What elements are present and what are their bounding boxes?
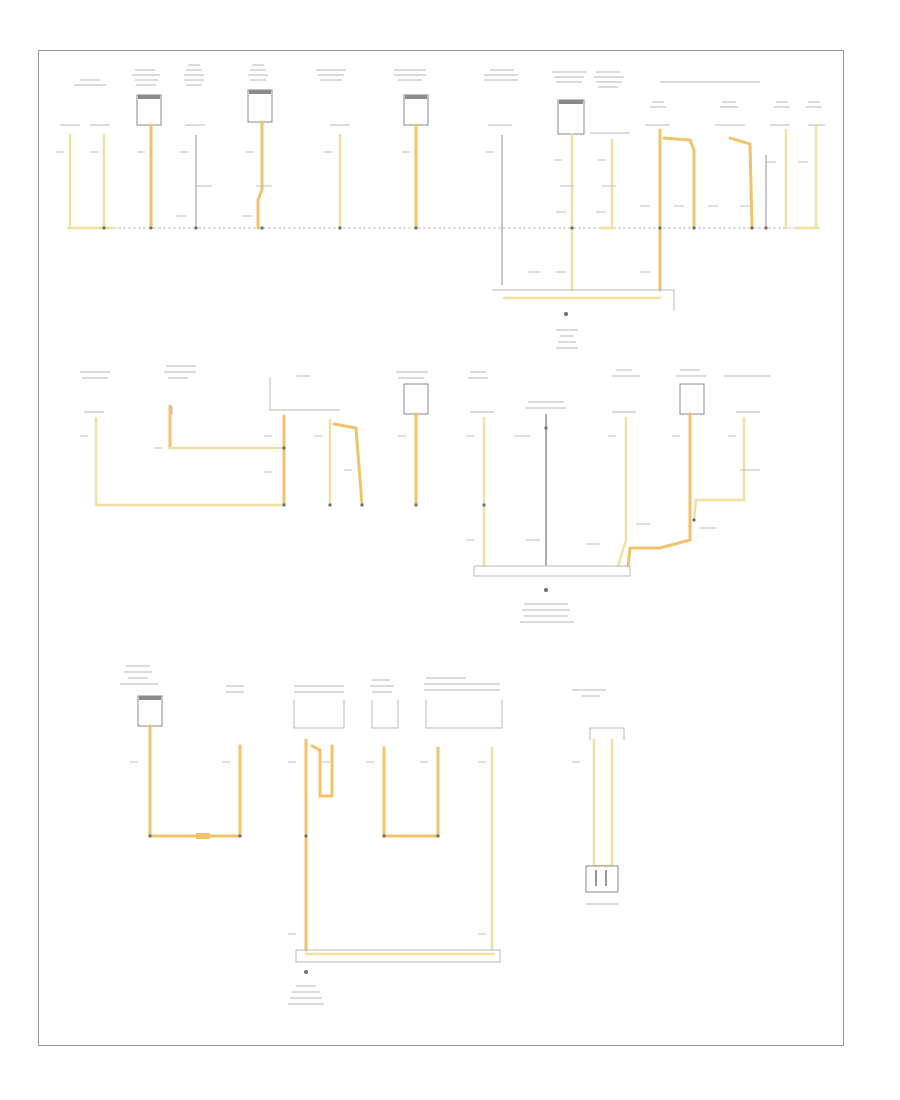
middle-terminals: [84, 406, 760, 414]
wire-b7: [592, 738, 614, 868]
component-box-e: [403, 383, 429, 415]
ground-point-c: [304, 970, 308, 974]
component-box-c-header: [405, 95, 427, 99]
bottom-section: [120, 665, 625, 1005]
middle-section: [80, 365, 770, 623]
ground-point-a: [564, 312, 568, 316]
top-header-labels: [74, 64, 822, 108]
wire-code-labels: [56, 151, 808, 935]
bottom-bracket-b: [371, 700, 399, 729]
bottom-header-labels: [120, 665, 606, 697]
top-section: [60, 64, 825, 349]
component-box-f: [679, 383, 705, 415]
middle-ground-bus: [473, 565, 631, 577]
middle-header-labels: [80, 365, 770, 409]
splice-bracket: [269, 378, 340, 411]
ground-c-label: [288, 985, 324, 1005]
component-box-g-header: [139, 696, 161, 700]
wire-m1: [94, 416, 286, 507]
component-box-h: [585, 865, 619, 893]
component-box-a-header: [138, 95, 160, 99]
top-terminals: [60, 124, 825, 134]
bottom-nodes: [148, 834, 440, 838]
wire-t5: [256, 120, 264, 230]
component-box-b-header: [249, 90, 271, 94]
component-box-g: [137, 695, 163, 727]
bottom-ground-bus: [295, 949, 501, 963]
wire-b1: [148, 724, 242, 838]
wire-t13: [728, 136, 754, 230]
bottom-bracket-a: [293, 700, 345, 729]
diagram-frame: [38, 50, 844, 1046]
component-box-c: [403, 94, 429, 126]
wire-m10: [616, 416, 628, 568]
wire-m12: [692, 416, 746, 522]
wire-t12: [662, 136, 696, 230]
ground-b-label: [520, 603, 574, 623]
component-box-b: [247, 89, 273, 123]
ground-point-b: [544, 588, 548, 592]
bottom-bracket-c: [425, 700, 503, 729]
wire-m11: [626, 412, 692, 568]
middle-nodes: [282, 426, 696, 522]
wire-b5: [382, 746, 440, 838]
top-nodes: [102, 226, 768, 230]
inline-resistor: [196, 833, 210, 839]
component-box-d-header: [559, 100, 583, 104]
wire-b4: [310, 744, 334, 798]
top-ground-bus: [492, 289, 675, 310]
wire-m6: [332, 422, 364, 507]
ground-a-label: [556, 329, 578, 349]
component-box-a: [136, 94, 162, 126]
component-box-d: [557, 99, 585, 135]
ground-loop-bracket: [589, 727, 625, 740]
